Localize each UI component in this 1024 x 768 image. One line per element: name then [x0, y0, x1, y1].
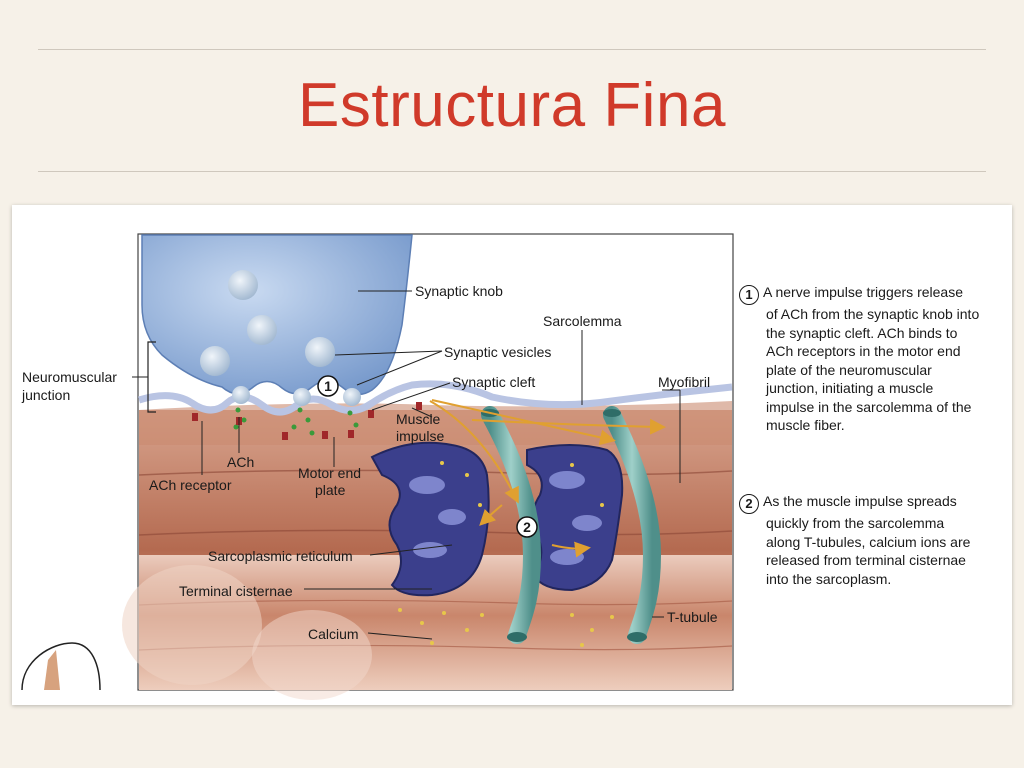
- svg-text:2: 2: [523, 519, 531, 535]
- caption-1-number: 1: [739, 285, 759, 305]
- caption-2-number: 2: [739, 494, 759, 514]
- step2-marker: 2: [516, 516, 538, 538]
- caption-1-line: junction, initiating a muscle: [766, 380, 934, 396]
- calcium-ions: [398, 461, 614, 647]
- label-neuromuscular-junction-line1: Neuromuscular: [22, 369, 117, 385]
- slide-title: Estructura Fina: [298, 71, 726, 140]
- caption-1-line: muscle fiber.: [766, 417, 845, 433]
- caption-2-line: quickly from the sarcolemma: [766, 515, 945, 531]
- bottom-rule: [38, 171, 986, 172]
- label-terminal-cisternae: Terminal cisternae: [179, 583, 293, 599]
- synaptic-vesicles: [200, 270, 361, 406]
- caption-1-line: plate of the neuromuscular: [766, 361, 932, 378]
- sarcoplasmic-reticulum: [370, 441, 624, 597]
- label-neuromuscular-junction-line2: junction: [21, 387, 70, 403]
- label-muscle-impulse-line2: impulse: [396, 428, 444, 444]
- caption-1-line: of ACh from the synaptic knob into: [766, 306, 980, 322]
- label-motor-end-plate-line1: Motor end: [298, 465, 361, 481]
- label-motor-end-plate-line2: plate: [315, 482, 346, 498]
- top-rule: [38, 49, 986, 50]
- label-synaptic-vesicles: Synaptic vesicles: [444, 344, 551, 360]
- caption-2-line: As the muscle impulse spreads: [763, 493, 957, 509]
- caption-1-line: A nerve impulse triggers release: [763, 284, 963, 300]
- figure-card: 1 2 Synaptic knob Sar: [12, 205, 1012, 705]
- label-synaptic-knob: Synaptic knob: [415, 283, 503, 299]
- label-ach-receptor: ACh receptor: [149, 477, 232, 493]
- label-sarcolemma: Sarcolemma: [543, 313, 622, 329]
- corner-thumbnail: [21, 642, 101, 691]
- impulse-arrows: [429, 399, 666, 558]
- label-muscle-impulse-line1: Muscle: [396, 411, 441, 427]
- label-ach: ACh: [227, 454, 254, 470]
- label-myofibril: Myofibril: [658, 374, 710, 390]
- svg-text:1: 1: [324, 378, 332, 394]
- t-tubules: [481, 406, 662, 644]
- step1-marker: 1: [317, 375, 339, 397]
- caption-2-line: into the sarcoplasm.: [766, 570, 892, 587]
- caption-2-line: released from terminal cisternae: [766, 552, 966, 568]
- leader-lines: [201, 290, 681, 640]
- neuromuscular-diagram: 1 2 Synaptic knob Sar: [21, 233, 734, 700]
- caption-1-line: impulse in the sarcolemma of the: [766, 398, 972, 415]
- label-sarcoplasmic-reticulum: Sarcoplasmic reticulum: [208, 548, 353, 564]
- label-synaptic-cleft: Synaptic cleft: [452, 374, 535, 390]
- caption-2-line: along T-tubules, calcium ions are: [766, 533, 971, 550]
- ach-molecules: [233, 407, 359, 436]
- caption-1-line: ACh receptors in the motor end: [766, 343, 961, 359]
- sarcolemma-membrane: [137, 380, 733, 416]
- label-calcium: Calcium: [308, 626, 359, 642]
- caption-1-line: the synaptic cleft. ACh binds to: [766, 324, 958, 341]
- label-t-tubule: T-tubule: [667, 609, 718, 625]
- synaptic-knob: [141, 234, 413, 396]
